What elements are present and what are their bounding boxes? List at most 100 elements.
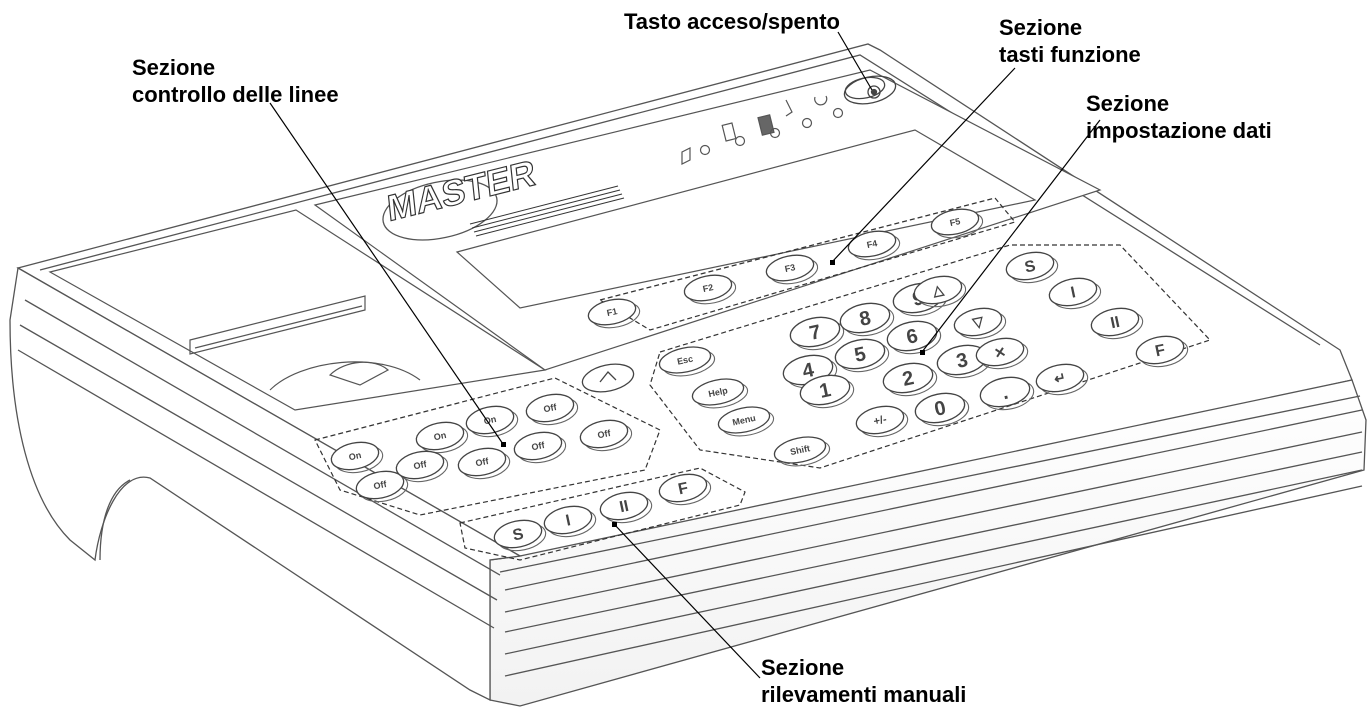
line-key-1[interactable]: On [329,438,385,476]
leader-function-keys [831,67,1016,263]
line-key-9[interactable]: Off [394,447,450,485]
arrow-down-key[interactable]: ▽ [952,304,1008,342]
manual-key-1[interactable]: S [492,516,548,554]
numeric-key-1-label: 1 [817,379,832,403]
enter-key-label: ↵ [1053,369,1068,387]
function-key-f1-label: F1 [606,306,618,318]
function-key-f3[interactable]: F3 [764,251,820,287]
arrow-up-key[interactable]: △ [912,272,968,310]
side-key-4[interactable]: F [1134,332,1190,370]
line-key-5[interactable]: Off [456,444,512,482]
display-window [313,69,1102,371]
sign-key-label: +/- [872,414,888,429]
side-key-3-label: II [1109,314,1121,332]
numeric-key-dot-label: . [1000,382,1010,405]
numeric-key-6-label: 6 [904,325,919,349]
line-key-9-label: Off [413,459,429,472]
line-key-8-label: Off [373,479,389,492]
line-key-4[interactable]: Off [524,390,580,428]
callout-line-control-line-2: controllo delle linee [132,82,339,107]
side-key-2[interactable]: I [1047,274,1103,312]
line-key-7[interactable]: Off [578,416,634,454]
function-key-f3-label: F3 [784,262,796,274]
numeric-key-2-label: 2 [900,367,915,391]
line-key-5-label: Off [475,456,491,469]
line-key-3-label: On [483,414,497,426]
manual-key-2-label: I [564,512,572,530]
numeric-key-dot[interactable]: . [978,373,1037,414]
function-key-f5[interactable]: F5 [929,205,985,241]
enter-key[interactable]: ↵ [1034,360,1090,398]
control-key-shift[interactable]: Shift [772,433,832,470]
side-key-2-label: I [1069,284,1077,302]
numeric-key-8[interactable]: 8 [838,299,897,340]
leader-manual-readings [613,523,761,679]
callout-function-keys-line-2: tasti funzione [999,42,1141,67]
control-key-menu[interactable]: Menu [716,403,776,440]
control-key-shift-label: Shift [789,443,811,457]
numeric-key-5[interactable]: 5 [833,335,892,376]
control-key-esc-label: Esc [676,354,694,367]
numeric-key-2[interactable]: 2 [881,359,940,400]
manual-key-3-label: II [618,498,630,516]
callout-manual-readings: Sezione rilevamenti manuali [761,654,966,708]
callout-manual-readings-line-1: Sezione [761,655,845,680]
numeric-key-5-label: 5 [852,343,867,367]
line-key-6[interactable]: Off [512,428,568,466]
callout-line-control: Sezione controllo delle linee [132,54,339,108]
leader-data-entry [921,119,1101,353]
plug-status-icon [785,99,793,117]
leader-line-control [269,102,504,445]
manual-key-4-label: F [677,480,690,499]
manual-key-1-label: S [511,526,525,545]
function-key-f2-label: F2 [702,282,714,294]
leader-power-key [837,31,873,91]
numeric-key-0[interactable]: 0 [913,389,972,430]
sign-key[interactable]: +/- [854,402,910,440]
manual-key-2[interactable]: I [542,502,598,540]
line-key-6-label: Off [531,440,547,453]
line-key-4-label: Off [543,402,559,415]
status-leds [681,95,844,165]
control-key-esc[interactable]: Esc [657,343,717,380]
power-key[interactable] [842,72,898,108]
function-key-f4-label: F4 [866,238,878,250]
arrow-down-key-label: ▽ [970,313,986,331]
side-key-1[interactable]: S [1004,248,1060,286]
line-key-2[interactable]: On [414,418,470,456]
control-key-help[interactable]: Help [690,375,750,412]
function-key-f4[interactable]: F4 [846,227,902,263]
numeric-key-0-label: 0 [932,397,947,421]
leader-lines [269,31,1101,679]
arrow-up-key-label: △ [930,281,946,299]
numeric-key-3-label: 3 [954,349,969,373]
control-key-menu-label: Menu [731,413,756,428]
power-status-icon [814,95,828,106]
numeric-key-1[interactable]: 1 [798,371,857,412]
callout-power-key-line-1: Tasto acceso/spento [624,9,840,34]
numeric-key-7[interactable]: 7 [788,313,847,354]
side-key-3[interactable]: II [1089,304,1145,342]
line-key-8[interactable]: Off [354,467,410,505]
side-key-1-label: S [1023,258,1037,277]
cursor-up-key[interactable] [580,360,636,396]
clear-key[interactable]: × [974,334,1030,372]
callout-data-entry-line-1: Sezione [1086,91,1170,116]
numeric-key-6[interactable]: 6 [885,317,944,358]
leader-dots [501,260,925,527]
manual-key-4[interactable]: F [657,470,713,508]
line-key-2-label: On [433,430,447,442]
memory-status-icon [757,114,775,136]
manual-key-3[interactable]: II [598,488,654,526]
clear-key-label: × [993,341,1007,363]
line-key-7-label: Off [597,428,613,441]
function-key-f2[interactable]: F2 [682,271,738,307]
battery-status-icon [721,122,737,142]
numeric-key-8-label: 8 [857,307,872,331]
function-key-f1[interactable]: F1 [586,295,642,331]
